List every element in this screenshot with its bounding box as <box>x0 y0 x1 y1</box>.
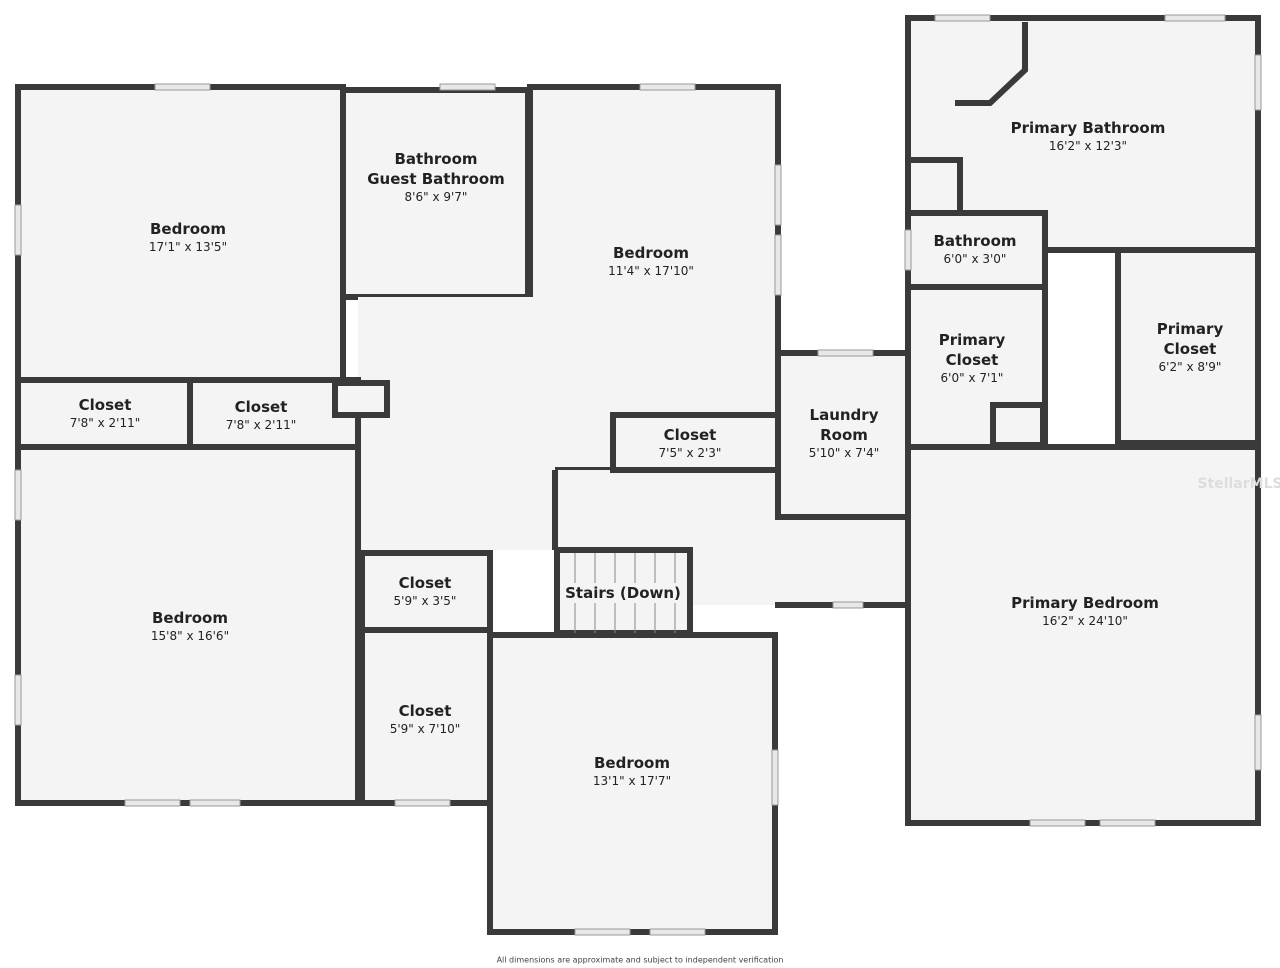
room-dims: 8'6" x 9'7" <box>404 190 468 204</box>
room-name: Laundry <box>809 406 879 424</box>
room-name-2: Closet <box>1163 340 1217 358</box>
room-dims: 6'2" x 8'9" <box>1158 360 1222 374</box>
room-primary-bedroom <box>905 444 1261 826</box>
watermark: StellarMLS <box>1197 476 1280 492</box>
room-closet-3 <box>359 550 493 633</box>
room-name-2: Guest Bathroom <box>367 170 505 188</box>
room-name: Bedroom <box>594 754 670 772</box>
room-dims: 17'1" x 13'5" <box>148 240 228 254</box>
label-closet-5: Closet 7'5" x 2'3" <box>659 425 722 461</box>
room-dims: 11'4" x 17'10" <box>608 264 694 278</box>
room-name: Bedroom <box>613 244 689 262</box>
label-closet-3: Closet 5'9" x 3'5" <box>394 573 457 609</box>
room-bedroom-3 <box>15 444 361 806</box>
room-dims: 7'8" x 2'11" <box>225 418 297 432</box>
room-name: Closet <box>663 426 717 444</box>
room-name-2: Closet <box>945 351 999 369</box>
room-dims: 5'9" x 7'10" <box>389 722 461 736</box>
room-dims: 5'10" x 7'4" <box>808 446 880 460</box>
footer-disclaimer: All dimensions are approximate and subje… <box>496 955 784 965</box>
label-closet-1: Closet 7'8" x 2'11" <box>70 395 141 431</box>
label-stairs: Stairs (Down) <box>565 583 681 603</box>
room-dims: 5'9" x 3'5" <box>393 594 457 608</box>
room-name: Primary <box>1156 320 1224 338</box>
room-dims: 16'2" x 24'10" <box>1042 614 1128 628</box>
room-closet-2 <box>187 377 361 450</box>
room-dims: 7'5" x 2'3" <box>658 446 722 460</box>
label-primary-bathroom: Primary Bathroom 16'2" x 12'3" <box>1011 118 1166 154</box>
room-name: Primary Bathroom <box>1010 119 1166 137</box>
room-bedroom-1 <box>15 84 346 383</box>
label-closet-2: Closet 7'8" x 2'11" <box>226 397 297 433</box>
room-name: Primary <box>938 331 1006 349</box>
room-hall <box>358 297 555 550</box>
room-closet-4 <box>359 627 493 806</box>
room-name: Closet <box>234 398 288 416</box>
room-bedroom-4 <box>487 632 778 935</box>
room-name: Closet <box>398 702 452 720</box>
room-name-2: Room <box>820 426 868 444</box>
room-dims: 6'0" x 3'0" <box>943 252 1007 266</box>
room-closet-5 <box>610 412 781 473</box>
room-dims: 15'8" x 16'6" <box>150 629 230 643</box>
label-bedroom-1: Bedroom 17'1" x 13'5" <box>149 219 227 255</box>
room-name: Bedroom <box>150 220 226 238</box>
room-dims: 6'0" x 7'1" <box>940 371 1004 385</box>
label-primary-bedroom: Primary Bedroom 16'2" x 24'10" <box>1011 593 1159 629</box>
room-name: Bathroom <box>933 232 1017 250</box>
label-bedroom-2: Bedroom 11'4" x 17'10" <box>608 243 694 279</box>
label-bedroom-3: Bedroom 15'8" x 16'6" <box>151 608 229 644</box>
room-name: Primary Bedroom <box>1011 594 1159 612</box>
room-dims: 7'8" x 2'11" <box>69 416 141 430</box>
room-name: Bathroom <box>394 150 478 168</box>
label-small-bathroom: Bathroom 6'0" x 3'0" <box>933 231 1016 267</box>
room-dims: 13'1" x 17'7" <box>592 774 672 788</box>
label-bedroom-4: Bedroom 13'1" x 17'7" <box>593 753 671 789</box>
room-primary-closet-2 <box>1115 247 1261 446</box>
room-name: Closet <box>78 396 132 414</box>
label-closet-4: Closet 5'9" x 7'10" <box>390 701 461 737</box>
room-dims: 16'2" x 12'3" <box>1048 139 1128 153</box>
room-name: Bedroom <box>152 609 228 627</box>
room-bathroom <box>340 87 531 300</box>
room-name: Closet <box>398 574 452 592</box>
room-name: Stairs (Down) <box>565 584 681 602</box>
